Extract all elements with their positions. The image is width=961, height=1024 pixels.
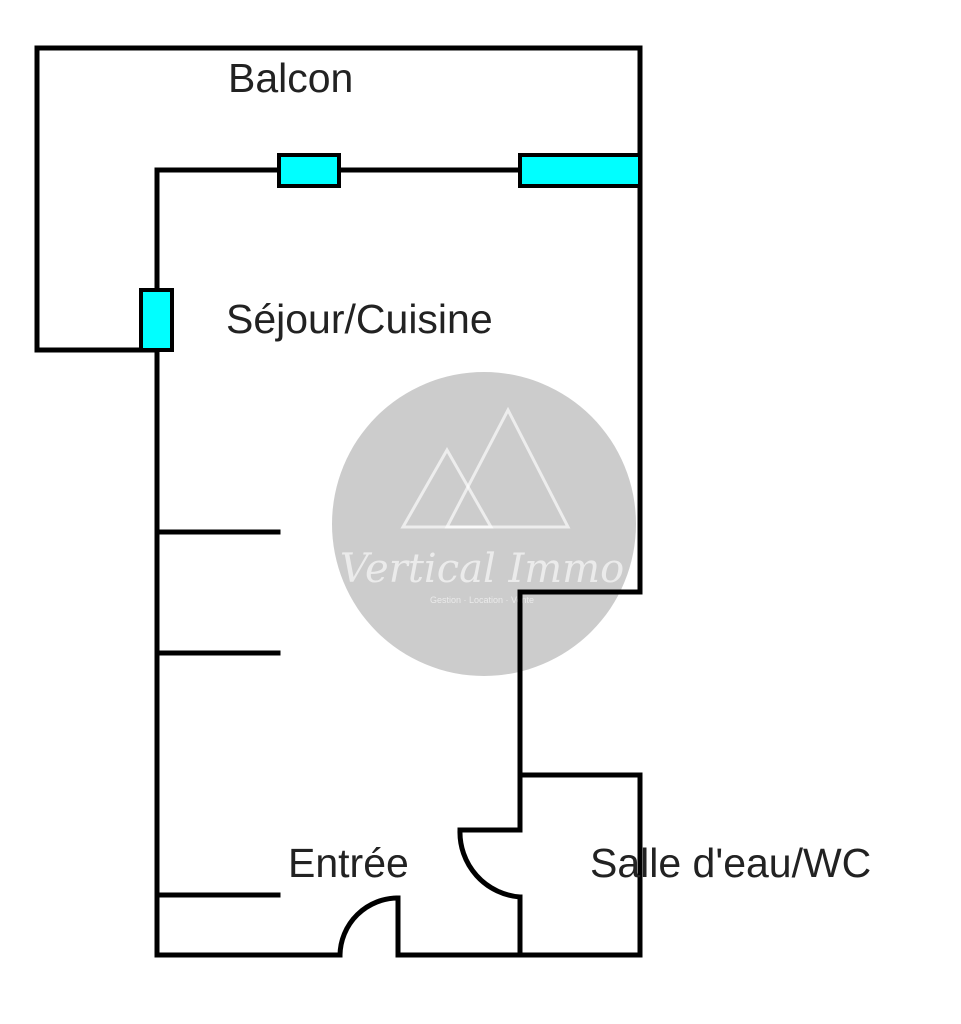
room-label-balcon: Balcon (228, 55, 353, 101)
watermark-tagline: Gestion · Location · Vente (430, 595, 534, 605)
mountain-icon (400, 406, 571, 529)
bathroom-wall (517, 772, 643, 958)
west-wall (154, 347, 343, 958)
room-label-entree: Entrée (288, 840, 409, 886)
window (139, 288, 174, 352)
entrance-door (337, 895, 401, 958)
exterior-wall (154, 167, 643, 833)
window (518, 153, 642, 188)
bathroom-door (457, 827, 523, 900)
room-label-salle-eau: Salle d'eau/WC (590, 840, 871, 886)
watermark-logo: Vertical Immo Gestion · Location · Vente (332, 372, 636, 676)
watermark-logo-text: Vertical Immo (340, 546, 624, 592)
watermark-circle (332, 372, 636, 676)
room-label-sejour: Séjour/Cuisine (226, 296, 493, 342)
balcony-wall (34, 45, 643, 353)
window (277, 153, 341, 188)
